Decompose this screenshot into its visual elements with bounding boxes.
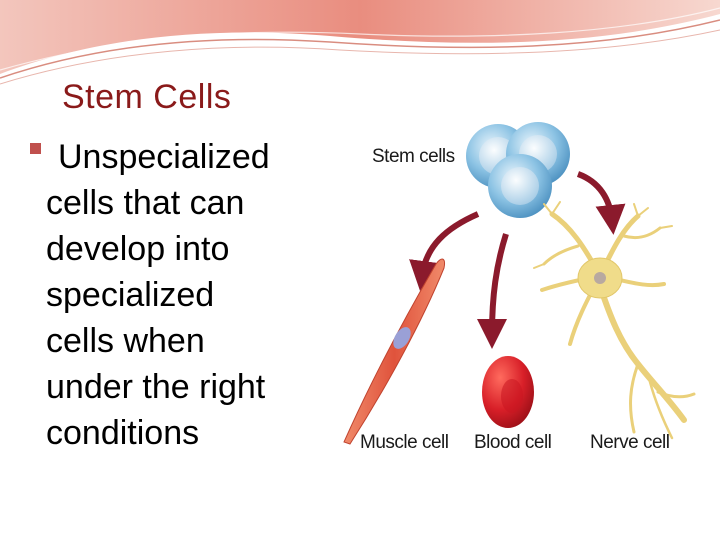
blood-cell-image (482, 356, 534, 428)
header-decoration (0, 0, 720, 85)
arrow-to-nerve (576, 171, 626, 235)
bullet-line: develop into (46, 230, 230, 268)
bullet-square-icon (30, 143, 41, 154)
label-stem-cells: Stem cells (372, 146, 455, 167)
bullet-line: cells that can (46, 184, 245, 222)
stem-cell-diagram: Stem cells Muscle cell Blood cell Nerve … (338, 116, 700, 458)
bullet-line: cells when (46, 322, 205, 360)
slide-title: Stem Cells (62, 78, 232, 116)
bullet-line: conditions (46, 414, 200, 452)
bullet-line: Unspecialized (58, 138, 270, 176)
arrow-to-blood (477, 233, 509, 349)
bullet-text: Unspecialized cells that can develop int… (30, 134, 330, 456)
stem-cells-cluster (466, 122, 570, 218)
label-muscle-cell: Muscle cell (360, 432, 448, 453)
nerve-cell-nucleus (594, 272, 606, 284)
muscle-cell-image (343, 258, 445, 445)
label-blood-cell: Blood cell (474, 432, 551, 453)
arrow-to-muscle (409, 211, 480, 291)
bullet-line: under the right (46, 368, 266, 406)
label-nerve-cell: Nerve cell (590, 432, 669, 453)
bullet-line: specialized (46, 276, 215, 314)
